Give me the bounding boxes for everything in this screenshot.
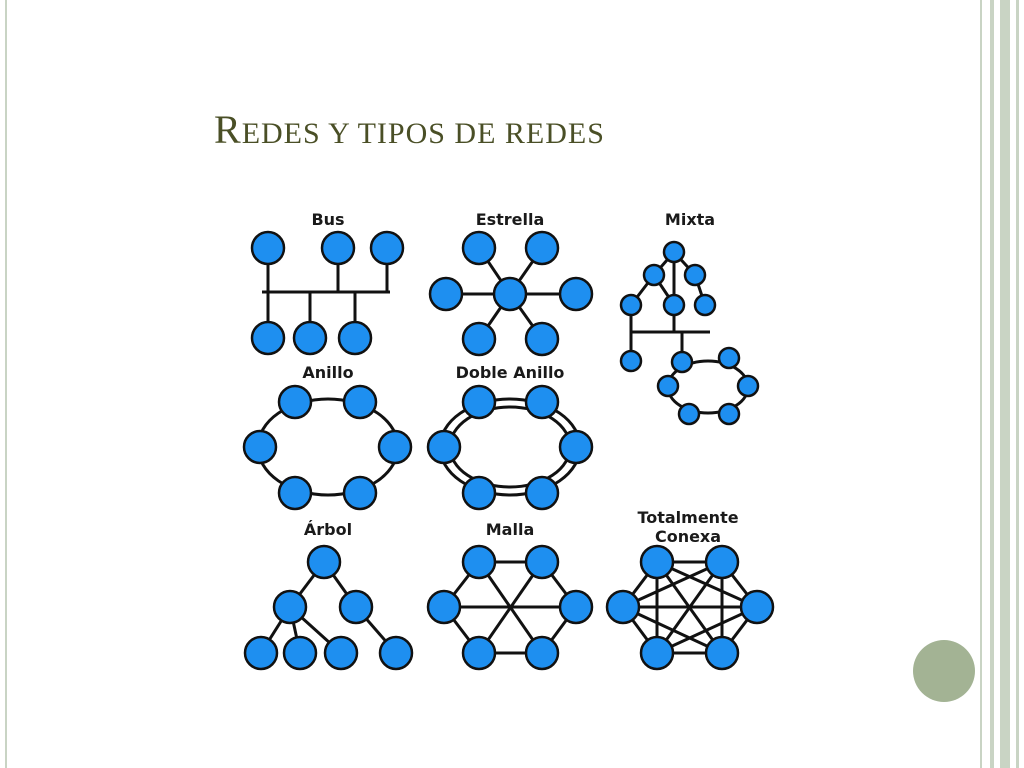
totalmente-conexa-node <box>605 589 641 625</box>
malla-node <box>524 635 560 671</box>
label-malla: Malla <box>486 520 534 539</box>
label-doble-anillo: Doble Anillo <box>456 363 565 382</box>
anillo-node <box>242 429 278 465</box>
totalmente-conexa-node <box>639 544 675 580</box>
totalmente-conexa-link <box>656 605 758 655</box>
anillo-node <box>377 429 413 465</box>
bus-node <box>250 230 286 266</box>
doble-anillo-node <box>524 384 560 420</box>
title-initial: R <box>214 107 242 152</box>
doble-anillo-node <box>524 475 560 511</box>
mixta-tree-node <box>683 263 707 287</box>
anillo-ring <box>256 397 400 497</box>
estrella-node <box>524 321 560 357</box>
mixta-ring-node <box>717 346 741 370</box>
mixta-tree-node <box>693 293 717 317</box>
topologies-svg: Bus Estrella Mixta Anillo Doble Anillo Á… <box>242 210 775 671</box>
anillo-node <box>342 475 378 511</box>
mixta-tree-node <box>642 263 666 287</box>
doble-anillo-node <box>426 429 462 465</box>
malla-node <box>461 544 497 580</box>
mixta-ring-node <box>656 374 680 398</box>
arbol-node <box>338 589 374 625</box>
mixta-ring-node <box>717 402 741 426</box>
estrella-hub-node <box>492 276 528 312</box>
mixta-tree-node <box>619 293 643 317</box>
arbol-node <box>306 544 342 580</box>
left-border <box>0 0 10 768</box>
label-mixta: Mixta <box>665 210 715 229</box>
estrella-node <box>461 230 497 266</box>
label-estrella: Estrella <box>476 210 545 229</box>
arbol-node <box>243 635 279 671</box>
nodes-layer <box>242 230 775 671</box>
mixta-ring-node <box>736 374 760 398</box>
bus-node <box>320 230 356 266</box>
mixta-tree-node <box>662 240 686 264</box>
label-totalmente: Totalmente <box>637 508 738 527</box>
malla-node <box>461 635 497 671</box>
mixta-ring-node <box>670 350 694 374</box>
malla-node <box>426 589 462 625</box>
right-border <box>976 0 1024 768</box>
label-bus: Bus <box>311 210 344 229</box>
arbol-node <box>378 635 414 671</box>
bus-node <box>250 320 286 356</box>
bus-node <box>292 320 328 356</box>
slide-title: REDES Y TIPOS DE REDES <box>214 106 605 153</box>
doble-anillo-inner-ring <box>448 405 572 489</box>
anillo-node <box>342 384 378 420</box>
arbol-node <box>282 635 318 671</box>
anillo-node <box>277 384 313 420</box>
doble-anillo-node <box>461 475 497 511</box>
mixta-tree-node <box>662 293 686 317</box>
malla-node <box>558 589 594 625</box>
malla-node <box>524 544 560 580</box>
totalmente-conexa-node <box>704 544 740 580</box>
bus-node <box>369 230 405 266</box>
mixta-ring-node <box>677 402 701 426</box>
bus-node <box>337 320 373 356</box>
arbol-node <box>323 635 359 671</box>
totalmente-conexa-link <box>622 560 723 609</box>
network-topologies-diagram: Bus Estrella Mixta Anillo Doble Anillo Á… <box>238 205 778 675</box>
estrella-node <box>428 276 464 312</box>
label-anillo: Anillo <box>302 363 353 382</box>
anillo-node <box>277 475 313 511</box>
arbol-node <box>272 589 308 625</box>
totalmente-conexa-node <box>704 635 740 671</box>
estrella-node <box>461 321 497 357</box>
totalmente-conexa-link <box>622 605 723 655</box>
totalmente-conexa-node <box>639 635 675 671</box>
estrella-node <box>558 276 594 312</box>
title-rest: EDES Y TIPOS DE REDES <box>241 117 605 150</box>
decorative-circle <box>913 640 975 702</box>
label-conexa: Conexa <box>655 527 721 546</box>
totalmente-conexa-node <box>739 589 775 625</box>
label-arbol: Árbol <box>304 520 352 539</box>
mixta-bus-node <box>619 349 643 373</box>
doble-anillo-node <box>558 429 594 465</box>
estrella-node <box>524 230 560 266</box>
doble-anillo-node <box>461 384 497 420</box>
